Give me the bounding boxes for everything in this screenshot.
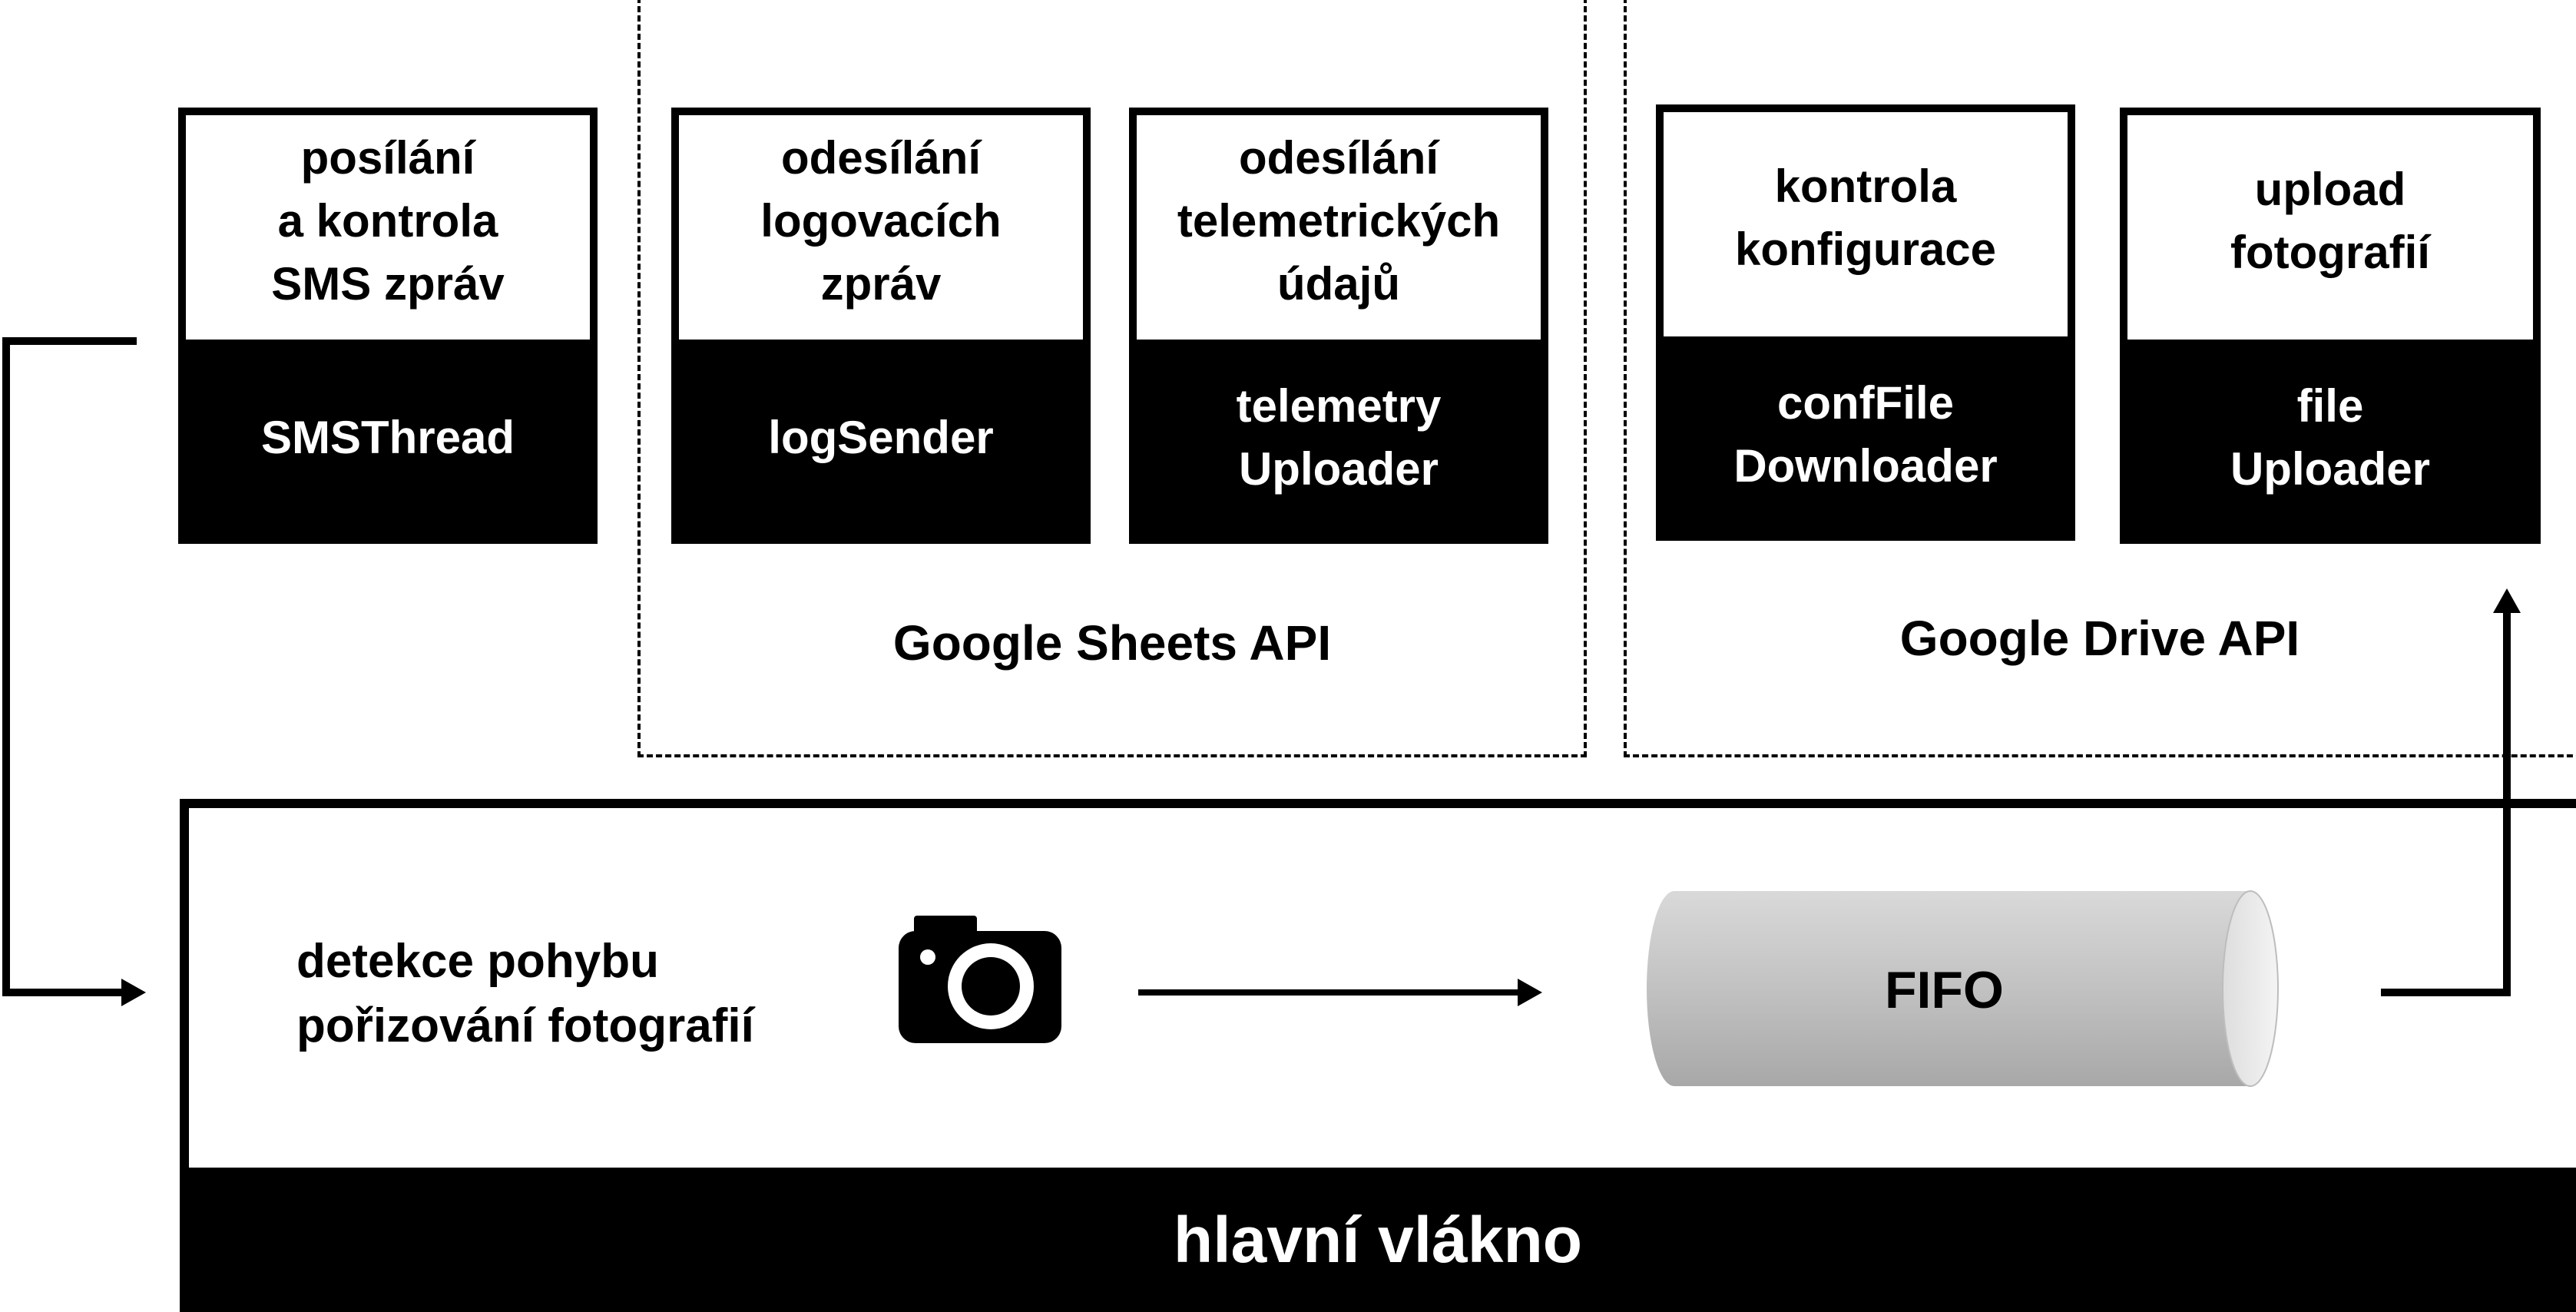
sms-thread-name: SMSThread: [186, 340, 590, 536]
main-thread-activity: detekce pohybu pořizování fotografií: [296, 935, 754, 1052]
file-uploader-description: upload fotografií: [2230, 164, 2430, 278]
main-thread-label: hlavní vlákno: [180, 1168, 2576, 1312]
file-uploader-box: upload fotografií file Uploader: [2120, 108, 2541, 544]
log-sender-name: logSender: [679, 340, 1083, 536]
log-sender-description: odesílání logovacích zpráv: [760, 132, 1002, 310]
google-sheets-api-group: [637, 0, 1587, 757]
sms-thread-box: posílání a kontrola SMS zpráv SMSThread: [178, 108, 598, 544]
fifo-to-file-uploader-connector: [2381, 607, 2511, 996]
google-drive-api-group: [1624, 0, 2576, 757]
sms-to-main-connector: [2, 337, 137, 996]
telemetry-uploader-name: telemetry Uploader: [1137, 340, 1541, 536]
google-drive-api-label: Google Drive API: [1899, 611, 2300, 666]
telemetry-uploader-description: odesílání telemetrických údajů: [1177, 132, 1501, 310]
camera-to-fifo-arrowhead: [1518, 979, 1542, 1006]
file-uploader-name: file Uploader: [2127, 340, 2533, 536]
sms-to-main-arrowhead: [121, 979, 146, 1006]
sms-thread-description: posílání a kontrola SMS zpráv: [271, 132, 505, 310]
conf-file-downloader-box: kontrola konfigurace confFile Downloader: [1656, 104, 2075, 541]
telemetry-uploader-box: odesílání telemetrických údajů telemetry…: [1129, 108, 1548, 544]
fifo-label: FIFO: [1885, 961, 2004, 1019]
fifo-queue: [1647, 890, 2279, 1087]
conf-file-downloader-name: confFile Downloader: [1664, 336, 2068, 533]
log-sender-box: odesílání logovacích zpráv logSender: [671, 108, 1091, 544]
conf-file-downloader-description: kontrola konfigurace: [1734, 161, 1997, 275]
camera-icon: [899, 916, 1061, 1043]
fifo-to-file-uploader-arrowhead: [2493, 588, 2521, 613]
google-sheets-api-label: Google Sheets API: [892, 615, 1332, 671]
